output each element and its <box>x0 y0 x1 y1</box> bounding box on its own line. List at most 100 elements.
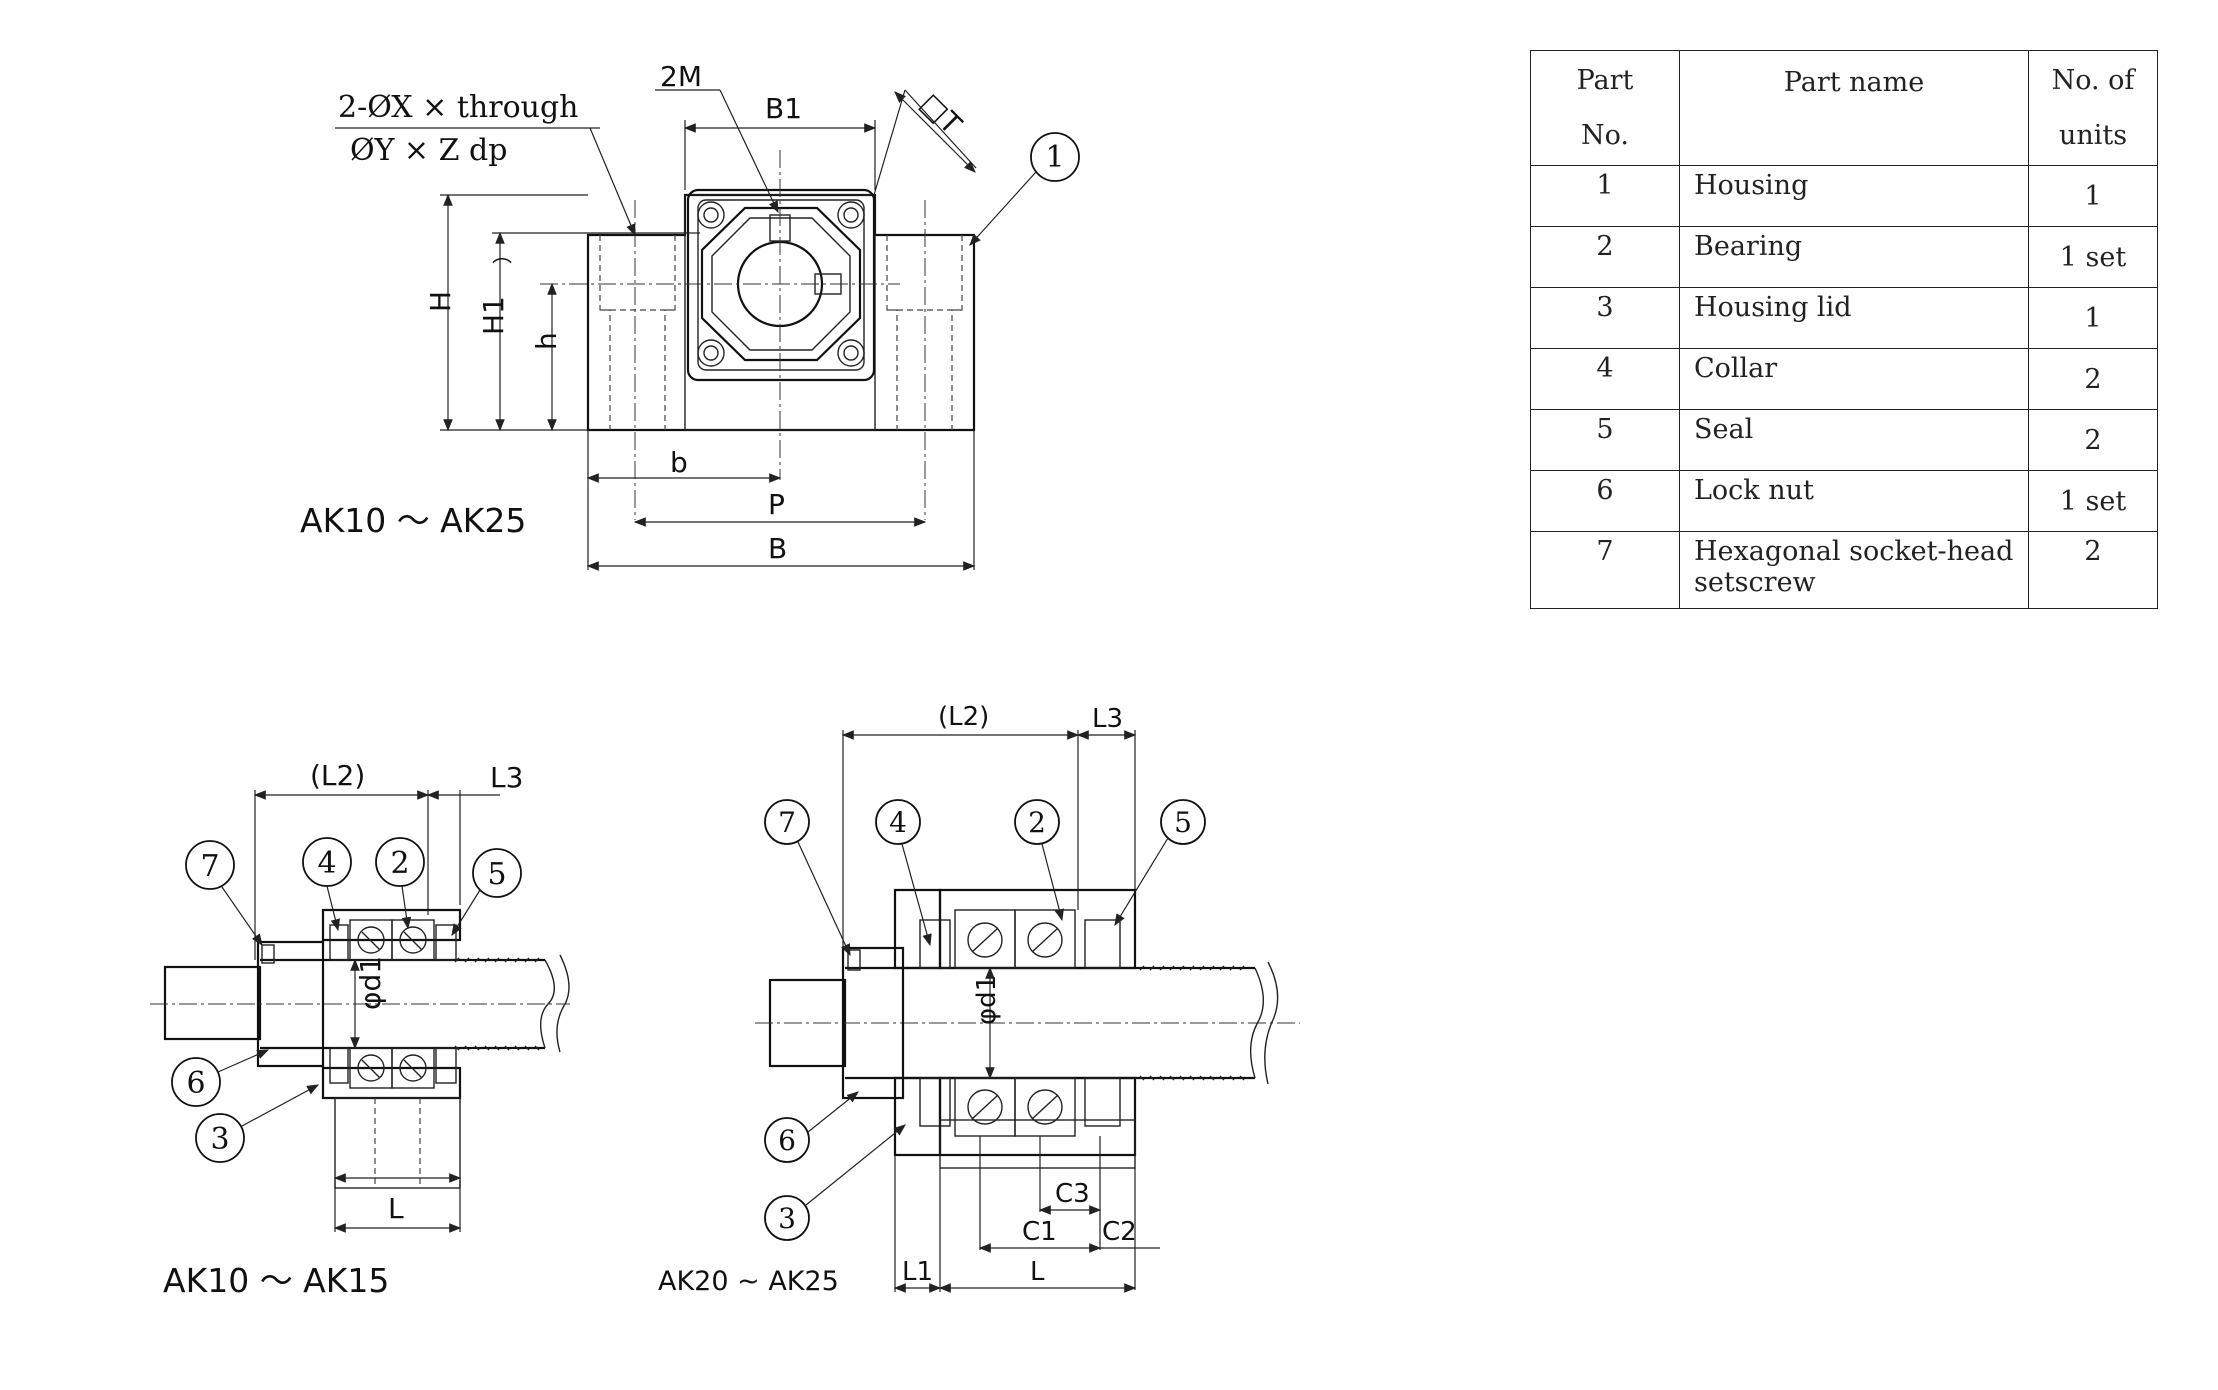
dim-label-P: P <box>768 488 785 521</box>
large-dim-label-C2: C2 <box>1102 1217 1137 1247</box>
table-row: 3 Housing lid 1 <box>1530 287 2158 349</box>
dim-label-B: B <box>768 532 787 565</box>
small-balloon-6: 6 <box>171 1049 270 1107</box>
large-balloon-7: 7 <box>764 799 851 957</box>
small-seal-bottom <box>435 1047 457 1084</box>
large-collar-bottom <box>919 1077 951 1127</box>
svg-text:7: 7 <box>200 849 219 884</box>
dim-label-H: H <box>424 291 457 312</box>
lock-nut-octagon <box>700 206 862 362</box>
small-section-view: (L2) L3 φd1 L 7 4 2 5 <box>150 759 570 1300</box>
header-part-name: Part name <box>1679 50 2029 166</box>
cell-part-no: 2 <box>1530 226 1680 288</box>
cell-part-no: 6 <box>1530 470 1680 532</box>
header-units: No. of units <box>2028 50 2158 166</box>
table-row: 4 Collar 2 <box>1530 348 2158 410</box>
small-dim-label-d1: φd1 <box>354 956 387 1010</box>
thread-marks <box>454 957 540 1051</box>
cell-part-name: Hexagonal socket-head setscrew <box>1679 531 2029 609</box>
dim-label-B1: B1 <box>765 92 802 125</box>
header-part-no: Part No. <box>1530 50 1680 166</box>
svg-text:7: 7 <box>778 806 796 839</box>
small-seal-top <box>435 924 457 961</box>
large-section-caption: AK20 ~ AK25 <box>658 1266 839 1297</box>
cell-units: 1 <box>2028 287 2158 349</box>
cell-part-name: Bearing <box>1679 226 2029 288</box>
dim-label-square-T: □T <box>914 87 969 142</box>
flange-bolt-holes <box>697 201 865 367</box>
shaft-stub <box>163 965 262 1041</box>
hole-note-line2: ØY × Z dp <box>350 133 507 168</box>
small-balloon-5: 5 <box>451 848 522 937</box>
top-view: B1 2M □T 2-ØX × through ØY × Z dp 1 H H1… <box>300 60 1080 571</box>
small-bearings <box>349 919 435 1089</box>
svg-text:2: 2 <box>390 846 409 881</box>
large-balloon-6: 6 <box>764 1091 859 1163</box>
cell-part-name: Housing lid <box>1679 287 2029 349</box>
surface-finish-mark: ⌒ <box>492 256 512 280</box>
cell-part-name: Housing <box>1679 165 2029 227</box>
small-balloon-2: 2 <box>375 837 425 930</box>
large-seal-top <box>1084 919 1121 969</box>
hole-note-line1: 2-ØX × through <box>338 90 578 125</box>
small-balloon-4: 4 <box>302 837 352 932</box>
large-dim-label-L: L <box>1030 1257 1045 1287</box>
balloon-1-label: 1 <box>1045 140 1064 175</box>
large-dim-label-C1: C1 <box>1022 1217 1057 1247</box>
large-dim-label-L1: L1 <box>902 1257 933 1287</box>
top-view-caption: AK10 ～ AK25 <box>300 501 526 540</box>
large-housing-base <box>939 1119 1136 1169</box>
small-dim-label-L3: L3 <box>490 761 523 794</box>
small-balloon-3: 3 <box>195 1084 320 1163</box>
small-collar-bottom <box>329 1047 349 1084</box>
large-dim-label-d1: φd1 <box>972 975 1002 1025</box>
cell-part-no: 3 <box>1530 287 1680 349</box>
large-dim-label-L2: (L2) <box>938 702 989 732</box>
cell-units: 1 <box>2028 165 2158 227</box>
svg-text:6: 6 <box>778 1124 796 1157</box>
large-balloon-2: 2 <box>1014 799 1064 922</box>
svg-text:4: 4 <box>317 846 336 881</box>
svg-text:6: 6 <box>186 1066 205 1101</box>
large-bearings <box>954 909 1076 1137</box>
housing-flange-inner <box>697 199 865 371</box>
cell-part-name: Seal <box>1679 409 2029 471</box>
large-collar-top <box>919 919 951 969</box>
large-thread-marks <box>1139 965 1245 1081</box>
cell-part-name: Lock nut <box>1679 470 2029 532</box>
dim-label-h: h <box>530 332 563 350</box>
housing-outline <box>586 193 976 432</box>
cell-part-name: Collar <box>1679 348 2029 410</box>
parts-table-header-row: Part No. Part name No. of units <box>1530 50 2158 166</box>
large-balloon-3: 3 <box>764 1124 906 1241</box>
svg-text:3: 3 <box>210 1122 229 1157</box>
svg-text:2: 2 <box>1028 806 1046 839</box>
small-balloon-7: 7 <box>185 840 263 946</box>
small-lock-nut <box>256 940 325 1068</box>
balloon-1 <box>1030 132 1080 182</box>
cell-units: 1 set <box>2028 470 2158 532</box>
svg-text:5: 5 <box>487 857 506 892</box>
large-seal-bottom <box>1084 1077 1121 1127</box>
table-row: 5 Seal 2 <box>1530 409 2158 471</box>
table-row: 6 Lock nut 1 set <box>1530 470 2158 532</box>
large-lock-nut <box>841 946 905 1100</box>
cell-part-no: 1 <box>1530 165 1680 227</box>
cell-part-no: 5 <box>1530 409 1680 471</box>
parts-table: Part No. Part name No. of units 1 Housin… <box>1530 50 2158 609</box>
cell-units: 2 <box>2028 348 2158 410</box>
svg-text:5: 5 <box>1174 806 1192 839</box>
table-row: 1 Housing 1 <box>1530 165 2158 227</box>
counterbore-holes-hidden <box>599 235 963 430</box>
dim-label-b: b <box>670 446 688 479</box>
housing-flange-square <box>686 188 876 382</box>
table-row: 7 Hexagonal socket-head setscrew 2 <box>1530 531 2158 609</box>
large-section-view: φd1 (L2) L3 C3 C1 C2 L1 L 7 <box>658 702 1300 1297</box>
cell-units: 2 <box>2028 409 2158 471</box>
small-dim-label-L2: (L2) <box>310 759 365 792</box>
svg-text:3: 3 <box>778 1202 796 1235</box>
cell-part-no: 7 <box>1530 531 1680 609</box>
small-section-caption: AK10 ～ AK15 <box>163 1261 389 1300</box>
cell-part-no: 4 <box>1530 348 1680 410</box>
